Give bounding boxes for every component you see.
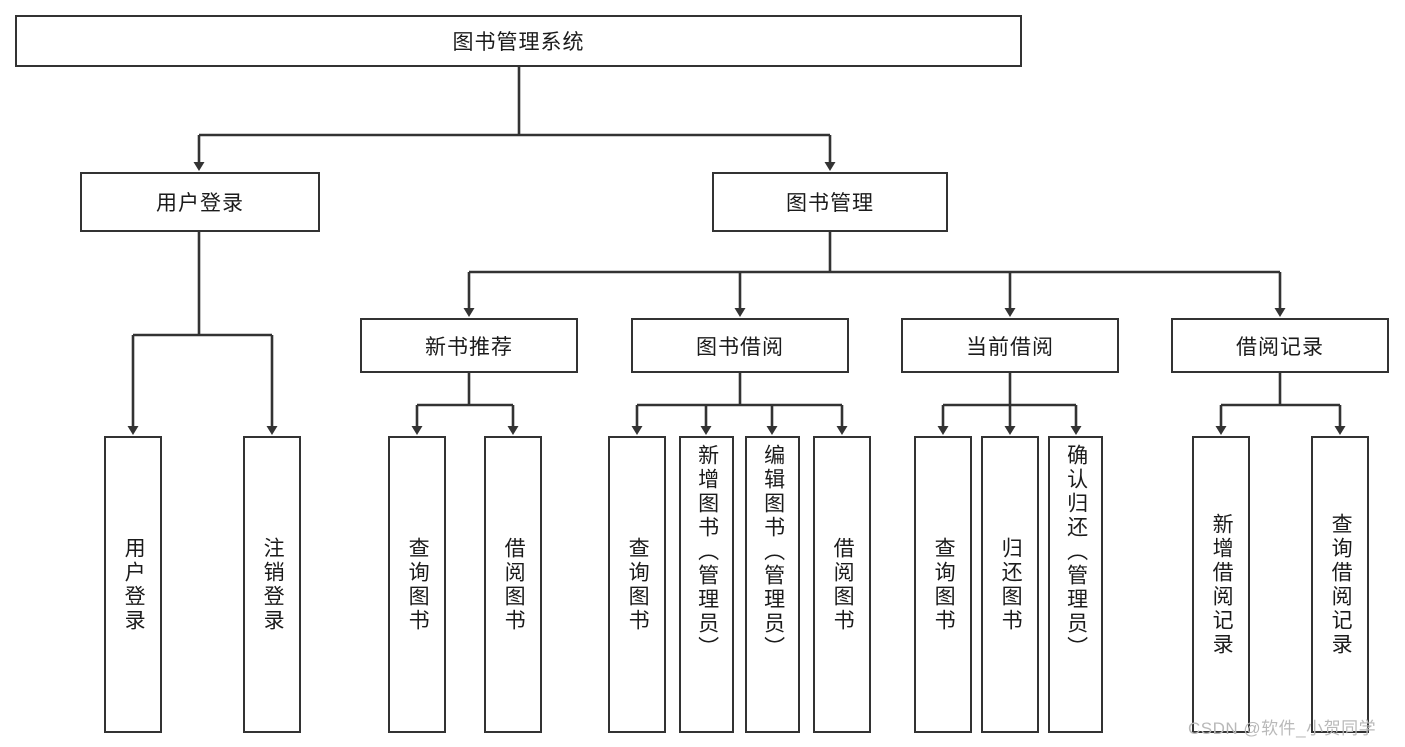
leaf-query-book-recommend-label: 查询图书 <box>406 536 430 633</box>
leaf-query-book-borrow-label: 查询图书 <box>626 536 650 633</box>
node-book-borrow[interactable]: 图书借阅 <box>631 318 849 373</box>
node-new-book-recommend-label: 新书推荐 <box>425 335 513 359</box>
node-user-login-label: 用户登录 <box>156 192 244 215</box>
node-book-manage[interactable]: 图书管理 <box>712 172 948 232</box>
node-borrow-record[interactable]: 借阅记录 <box>1171 318 1389 373</box>
node-current-borrow-label: 当前借阅 <box>966 335 1054 359</box>
leaf-add-book-admin-label: 新增图书（管理员） <box>695 444 719 660</box>
leaf-query-borrow-record[interactable]: 查询借阅记录 <box>1311 436 1369 733</box>
node-root[interactable]: 图书管理系统 <box>15 15 1022 67</box>
node-user-login[interactable]: 用户登录 <box>80 172 320 232</box>
leaf-query-book-current[interactable]: 查询图书 <box>914 436 972 733</box>
node-book-manage-label: 图书管理 <box>786 192 874 215</box>
leaf-query-book-recommend[interactable]: 查询图书 <box>388 436 446 733</box>
leaf-edit-book-admin[interactable]: 编辑图书（管理员） <box>745 436 800 733</box>
leaf-borrow-book-recommend-label: 借阅图书 <box>502 536 526 633</box>
leaf-borrow-book[interactable]: 借阅图书 <box>813 436 871 733</box>
leaf-return-book[interactable]: 归还图书 <box>981 436 1039 733</box>
leaf-query-book-borrow[interactable]: 查询图书 <box>608 436 666 733</box>
leaf-return-book-label: 归还图书 <box>999 536 1023 633</box>
leaf-query-book-current-label: 查询图书 <box>932 536 956 633</box>
leaf-user-login[interactable]: 用户登录 <box>104 436 162 733</box>
leaf-edit-book-admin-label: 编辑图书（管理员） <box>761 444 785 660</box>
leaf-borrow-book-label: 借阅图书 <box>831 536 855 633</box>
leaf-logout-label: 注销登录 <box>261 536 285 633</box>
leaf-confirm-return-admin-label: 确认归还（管理员） <box>1064 444 1088 660</box>
leaf-user-login-label: 用户登录 <box>122 536 146 633</box>
node-root-label: 图书管理系统 <box>452 31 585 54</box>
leaf-confirm-return-admin[interactable]: 确认归还（管理员） <box>1048 436 1103 733</box>
leaf-query-borrow-record-label: 查询借阅记录 <box>1329 512 1353 657</box>
watermark: CSDN @软件_小贺同学 <box>1188 719 1377 738</box>
leaf-borrow-book-recommend[interactable]: 借阅图书 <box>484 436 542 733</box>
leaf-add-borrow-record-label: 新增借阅记录 <box>1210 512 1234 657</box>
leaf-logout[interactable]: 注销登录 <box>243 436 301 733</box>
node-new-book-recommend[interactable]: 新书推荐 <box>360 318 578 373</box>
node-book-borrow-label: 图书借阅 <box>696 335 784 359</box>
node-borrow-record-label: 借阅记录 <box>1236 335 1324 359</box>
leaf-add-borrow-record[interactable]: 新增借阅记录 <box>1192 436 1250 733</box>
node-current-borrow[interactable]: 当前借阅 <box>901 318 1119 373</box>
leaf-add-book-admin[interactable]: 新增图书（管理员） <box>679 436 734 733</box>
